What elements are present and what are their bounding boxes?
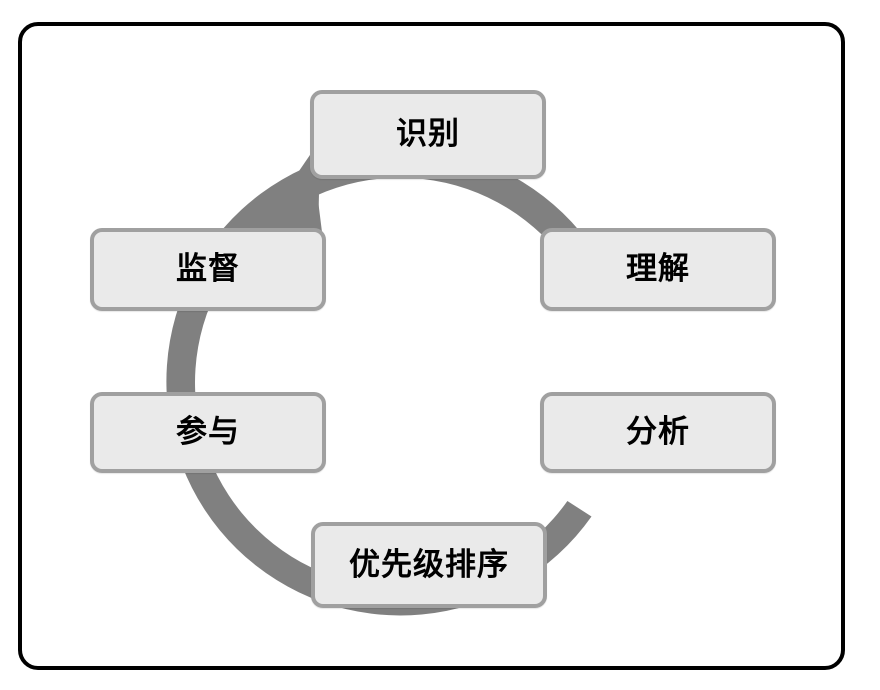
stage-box-prioritize[interactable]: 优先级排序 [311, 522, 547, 608]
stage-label-analyze: 分析 [626, 414, 690, 450]
stage-box-analyze[interactable]: 分析 [540, 392, 776, 473]
stage-label-understand: 理解 [626, 251, 690, 287]
stage-box-understand[interactable]: 理解 [540, 228, 776, 311]
stage-label-prioritize: 优先级排序 [349, 546, 509, 583]
stage-label-engage: 参与 [176, 414, 240, 450]
stage-box-engage[interactable]: 参与 [90, 392, 326, 473]
stage-label-monitor: 监督 [176, 251, 240, 287]
stage-box-monitor[interactable]: 监督 [90, 228, 326, 311]
stage-box-identify[interactable]: 识别 [310, 90, 546, 179]
stage-label-identify: 识别 [396, 116, 460, 152]
